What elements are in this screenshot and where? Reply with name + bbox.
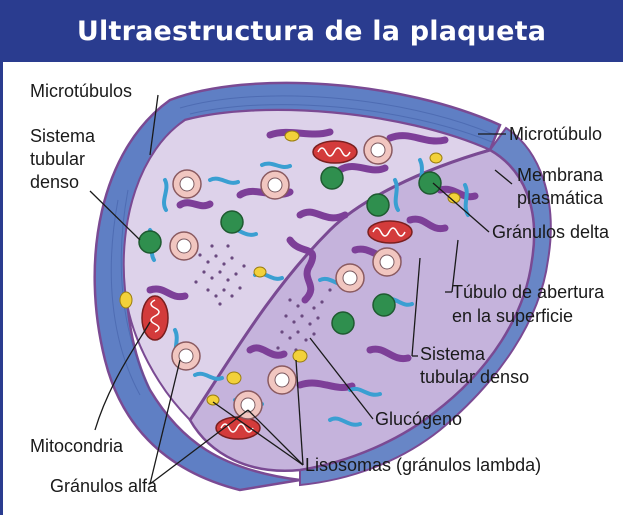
lysosome <box>430 153 442 163</box>
label-sistema-right-2: tubular denso <box>420 367 529 387</box>
label-tubulo-1: Túbulo de abertura <box>452 282 605 302</box>
delta-granule <box>221 211 243 233</box>
delta-granule <box>367 194 389 216</box>
lysosome <box>207 395 219 405</box>
label-microtubulos-left: Microtúbulos <box>30 81 132 101</box>
delta-granule <box>373 294 395 316</box>
label-granulos-delta: Gránulos delta <box>492 222 610 242</box>
label-sistema-left-2: tubular <box>30 149 85 169</box>
lysosome <box>120 292 132 308</box>
mitochondrion <box>216 417 260 439</box>
label-membrana-2: plasmática <box>517 188 604 208</box>
label-microtubulo-right: Microtúbulo <box>509 124 602 144</box>
label-glucogeno: Glucógeno <box>375 409 462 429</box>
mitochondrion <box>368 221 412 243</box>
lysosome <box>285 131 299 141</box>
delta-granule <box>332 312 354 334</box>
lysosome <box>254 267 266 277</box>
delta-granule <box>139 231 161 253</box>
lysosome <box>227 372 241 384</box>
label-tubulo-2: en la superficie <box>452 306 573 326</box>
delta-granule <box>321 167 343 189</box>
label-sistema-right-1: Sistema <box>420 344 486 364</box>
label-sistema-left-3: denso <box>30 172 79 192</box>
label-sistema-left-1: Sistema <box>30 126 96 146</box>
label-mitocondria: Mitocondria <box>30 436 124 456</box>
mitochondrion <box>142 296 168 340</box>
lysosome <box>293 350 307 362</box>
label-granulos-alfa: Gránulos alfa <box>50 476 158 496</box>
label-membrana-1: Membrana <box>517 165 604 185</box>
mitochondrion <box>313 141 357 163</box>
delta-granule <box>419 172 441 194</box>
label-lisosomas: Lisosomas (gránulos lambda) <box>305 455 541 475</box>
